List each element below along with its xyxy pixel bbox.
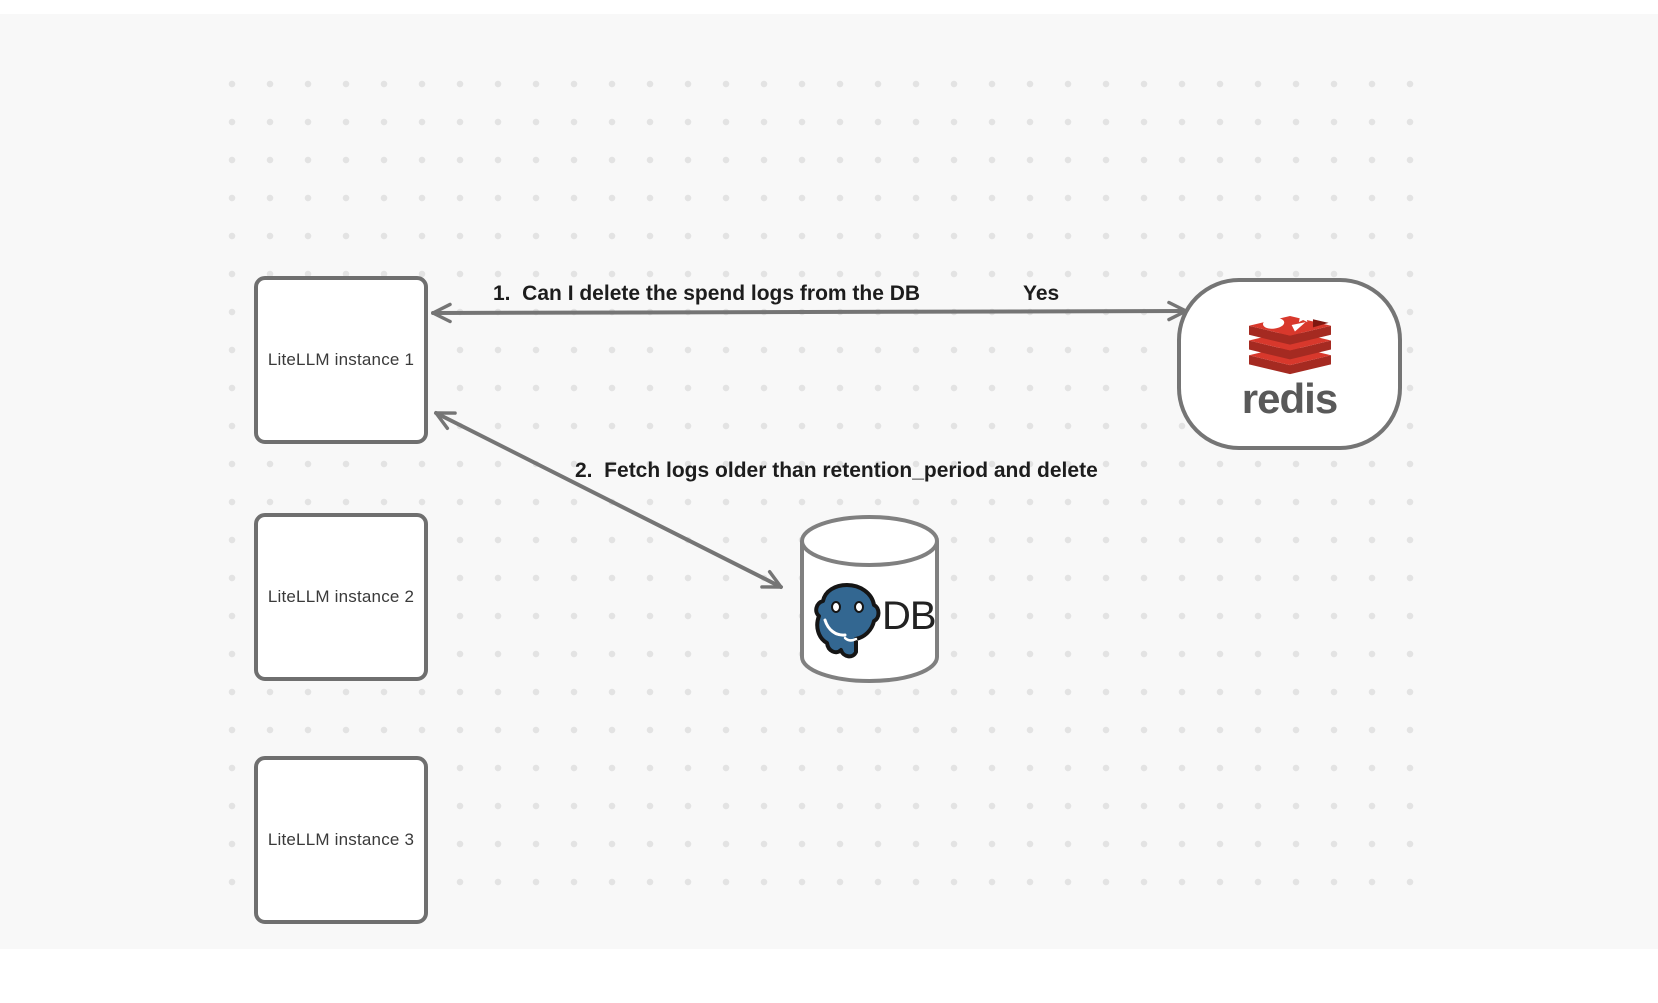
edge-1-label: 1. Can I delete the spend logs from the … (493, 282, 921, 305)
edge-2-label: 2. Fetch logs older than retention_perio… (575, 459, 1098, 482)
postgresql-elephant-icon (814, 583, 881, 659)
redis-node: redis (1177, 278, 1402, 450)
litellm-instance-3-label: LiteLLM instance 3 (267, 830, 415, 849)
db-label: DB (882, 594, 937, 638)
litellm-instance-2-node: LiteLLM instance 2 (254, 513, 428, 681)
litellm-instance-3-node: LiteLLM instance 3 (254, 756, 428, 924)
litellm-instance-1-label: LiteLLM instance 1 (267, 350, 415, 369)
redis-icon (1248, 309, 1331, 374)
litellm-instance-1-node: LiteLLM instance 1 (254, 276, 428, 444)
litellm-instance-2-label: LiteLLM instance 2 (267, 587, 415, 606)
edge-1-reply-label: Yes (1023, 282, 1060, 305)
redis-wordmark: redis (1241, 374, 1338, 422)
